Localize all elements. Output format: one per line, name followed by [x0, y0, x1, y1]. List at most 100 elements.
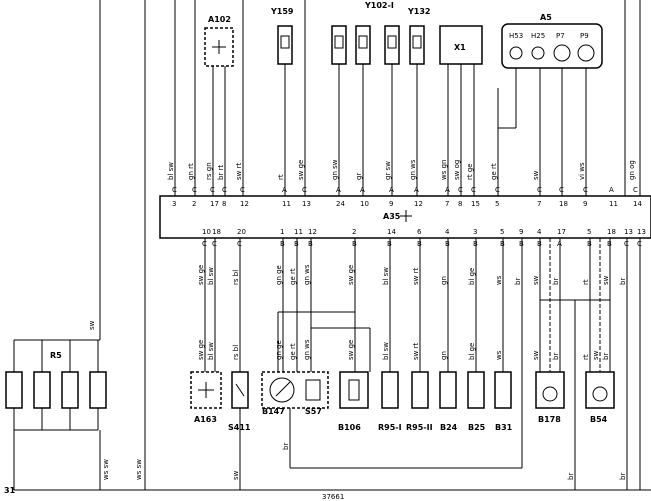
a102-label: A102 — [208, 15, 231, 24]
lower-wire-color: bl sw — [207, 267, 215, 285]
lower-wires — [204, 238, 641, 490]
lower-wire-color-near-component: gn — [440, 351, 448, 360]
upper-wire-color: rs gn — [205, 162, 213, 180]
a35-top-pin: 14 — [633, 200, 642, 208]
upper-wire-color: ge rt — [490, 163, 498, 180]
a35-top-pin: 13 — [302, 200, 311, 208]
lower-wire-color-near-component: ge rt — [289, 343, 297, 360]
lower-wire-color: bl ge — [468, 268, 476, 285]
lower-wire-color-near-component: sw ge — [347, 340, 355, 360]
r5-resistor-bank: R5 sw — [5, 0, 107, 490]
b24-b25-b31-sensors: B24 B25 B31 — [439, 371, 513, 432]
upper-wire-color: ws gn — [440, 160, 448, 180]
lower-wire-color-near-component: br — [602, 353, 610, 360]
a5-h53: H53 — [509, 32, 523, 40]
upper-wire-color: sw og — [453, 160, 461, 180]
upper-wire-color: sw rt — [235, 163, 243, 180]
b24-label: B24 — [440, 423, 458, 432]
a35-top-pin: 3 — [172, 200, 176, 208]
a35-bottom-pin: 18 — [212, 228, 221, 236]
a35-bottom-pin: 1 — [280, 228, 284, 236]
a35-top-pin: 7 — [537, 200, 541, 208]
ground-bus: 31 37661 ws sw ws sw sw br br br — [4, 0, 651, 501]
a35-bottom-pin: 9 — [519, 228, 523, 236]
lower-wire-color: br — [552, 278, 560, 285]
a35-top-pin: 9 — [583, 200, 587, 208]
upper-wire-color: gn sw — [331, 159, 339, 180]
a35-top-pin: 12 — [414, 200, 423, 208]
a35-bottom-pin: 2 — [352, 228, 356, 236]
bus-color-0: ws sw — [102, 459, 110, 480]
b178-sensor: B178 — [535, 371, 565, 424]
lower-wire-color: gn ws — [303, 264, 311, 285]
a35-bottom-pin: 12 — [308, 228, 317, 236]
lower-wire-color: sw ge — [347, 265, 355, 285]
bus-color-3: br — [282, 443, 290, 450]
lower-wire-color: rt — [582, 279, 590, 285]
upper-wire-color: rt ge — [466, 163, 474, 180]
a35-top-pin: 8 — [458, 200, 462, 208]
a35-bottom-pin: 5 — [500, 228, 504, 236]
lower-wire-color-near-component: rs bl — [232, 345, 240, 360]
bus-color-5: br — [619, 473, 627, 480]
a35-top-pin: 24 — [336, 200, 345, 208]
a5-p7: P7 — [556, 32, 565, 40]
a102-module: A102 — [204, 15, 234, 67]
b31-label: B31 — [495, 423, 513, 432]
lower-wire-color-near-component: sw — [532, 350, 540, 360]
a35-top-pin: 17 — [210, 200, 219, 208]
lower-wire-color: br — [619, 278, 627, 285]
lower-wire-color: sw — [532, 275, 540, 285]
bus-color-2: sw — [232, 470, 240, 480]
upper-wire-color: sw — [532, 170, 540, 180]
a35-top-pin-side: A — [609, 186, 614, 194]
b25-label: B25 — [468, 423, 486, 432]
a35-bottom-pin: 18 — [607, 228, 616, 236]
lower-wire-color: br — [514, 278, 522, 285]
y159-label: Y159 — [270, 7, 294, 16]
lower-wire-color-near-component: bl sw — [207, 342, 215, 360]
ground-label: 31 — [4, 486, 16, 495]
lower-wire-color-near-component: sw rt — [412, 343, 420, 360]
b178-label: B178 — [538, 415, 561, 424]
a35-top-pin: 5 — [495, 200, 499, 208]
lower-wire-color-near-component: gn ge — [275, 340, 283, 360]
a35-top-pin: 18 — [559, 200, 568, 208]
upper-wire-color: gr sw — [384, 161, 392, 180]
a5-p9: P9 — [580, 32, 589, 40]
lower-wire-color: ws — [495, 275, 503, 285]
upper-wire-color: vi ws — [578, 162, 586, 180]
b106-sensor: B106 — [338, 371, 369, 432]
a5-h25: H25 — [531, 32, 545, 40]
r95-resistors: R95-I R95-II — [378, 371, 433, 432]
a35-bottom-pin: 11 — [294, 228, 303, 236]
lower-wire-color-near-component: ws — [495, 350, 503, 360]
lower-wire-color-near-component: br — [552, 353, 560, 360]
b147-s57-sensor: B147 S57 — [261, 371, 329, 416]
r5-wire-color: sw — [88, 320, 96, 330]
a35-top-pin: 15 — [471, 200, 480, 208]
upper-wires — [174, 0, 641, 196]
y159-valve: Y159 — [270, 7, 294, 65]
valve-group-y102: Y102-I Y132 — [331, 1, 431, 65]
upper-wire-color: sw ge — [297, 160, 305, 180]
upper-wire-color: br rt — [217, 165, 225, 180]
a35-bottom-pin: 13 — [637, 228, 646, 236]
a35-top-pin: 11 — [609, 200, 618, 208]
upper-wire-color: gn rt — [187, 163, 195, 180]
upper-wire-color: gn ws — [409, 159, 417, 180]
drawing-number: 37661 — [322, 493, 344, 501]
lower-wire-color: sw ge — [197, 265, 205, 285]
a5-label: A5 — [540, 13, 552, 22]
lower-wire-color-near-component: bl ge — [468, 343, 476, 360]
lower-wire-color: rs bl — [232, 270, 240, 285]
a35-label: A35 — [383, 212, 401, 221]
x1-label: X1 — [454, 43, 466, 52]
a35-bottom-pin: 4 — [537, 228, 542, 236]
a35-bottom-pin: 3 — [473, 228, 477, 236]
a163-label: A163 — [194, 415, 217, 424]
a163-sensor: A163 — [190, 371, 222, 424]
